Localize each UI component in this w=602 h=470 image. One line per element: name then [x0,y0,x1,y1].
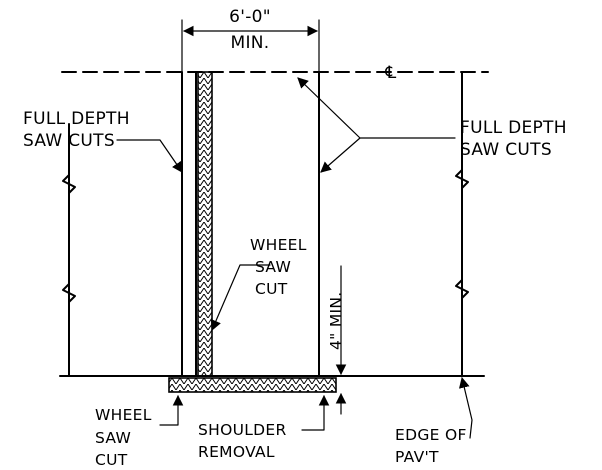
dim-top-value: 6'-0" [229,7,271,27]
leader-shoulder-removal [301,394,330,431]
leader-right-saw-cuts-1 [297,77,456,139]
label-wheel-lower-2: SAW [95,429,131,447]
label-wheel-lower-3: CUT [95,451,128,469]
leader-wheel-saw-lower [159,394,184,426]
leader-right-saw-cuts-2 [320,137,361,173]
left-break-lower [62,283,76,303]
label-wheel-upper-1: WHEEL [250,236,307,254]
label-right-saw-1: FULL DEPTH [460,118,567,138]
label-edge-1: EDGE OF [395,426,467,444]
label-shoulder-1: SHOULDER [198,421,287,439]
dim-top-min: MIN. [230,33,269,53]
wheel-saw-cut-strip [197,71,213,377]
right-break-lower [455,279,469,299]
label-left-saw-2: SAW CUTS [23,131,115,151]
label-vertical-dim: 4" MIN. [327,292,345,350]
label-left-saw-1: FULL DEPTH [23,109,130,129]
label-right-saw-2: SAW CUTS [460,140,552,160]
right-break-upper [455,169,469,189]
label-wheel-upper-2: SAW [255,258,291,276]
label-wheel-upper-3: CUT [255,280,288,298]
label-wheel-lower-1: WHEEL [95,406,152,424]
leader-left-saw-cuts [116,139,183,173]
leader-wheel-saw-upper [210,264,271,331]
shoulder-removal-strip [168,377,337,393]
label-shoulder-2: REMOVAL [198,443,275,461]
left-break-upper [62,174,76,194]
leader-edge-of-pavt [458,376,473,439]
label-edge-2: PAV'T [395,448,439,466]
centerline-symbol: ℄ [384,63,396,83]
